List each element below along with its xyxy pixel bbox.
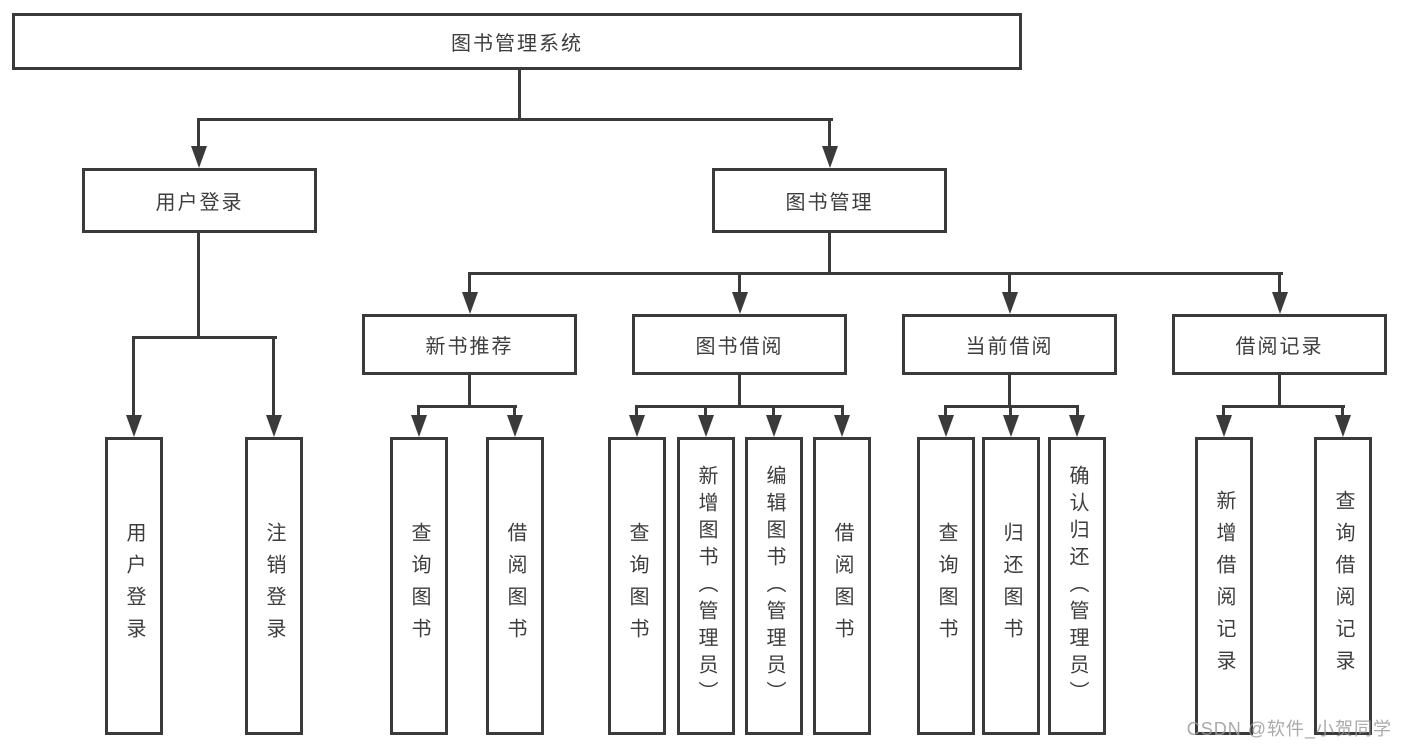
node-label: 图书管理 (785, 192, 874, 214)
connector-arrowhead (731, 292, 748, 314)
connector-line (518, 70, 521, 120)
node-label: 归还图书 (1000, 522, 1022, 650)
connector-line (468, 275, 471, 294)
node-book-borrow: 图书借阅 (632, 314, 847, 375)
connector-line (513, 408, 516, 417)
connector-line (944, 408, 947, 417)
connector-line (828, 233, 831, 275)
connector-line (635, 408, 638, 417)
node-user-login-leaf: 用户登录 (105, 437, 163, 735)
connector-line (197, 121, 200, 148)
node-query-books-recommend: 查询图书 (390, 437, 448, 735)
connector-line (738, 375, 741, 408)
node-borrow-books: 借阅图书 (813, 437, 871, 735)
node-edit-books-admin: 编辑图书（管理员） (745, 437, 803, 735)
connector-arrowhead (766, 415, 782, 437)
connector-arrowhead (461, 292, 478, 314)
node-add-books-admin: 新增图书（管理员） (677, 437, 735, 735)
connector-line (1278, 275, 1281, 294)
connector-line (132, 336, 277, 339)
node-label: 查询借阅记录 (1332, 490, 1354, 682)
connector-line (1008, 275, 1011, 294)
node-label: 查询图书 (626, 522, 648, 650)
connector-arrowhead (1001, 292, 1018, 314)
node-label: 用户登录 (155, 192, 244, 214)
node-borrow-books-recommend: 借阅图书 (486, 437, 544, 735)
connector-line (738, 275, 741, 294)
node-label: 注销登录 (263, 522, 285, 650)
node-logout: 注销登录 (245, 437, 303, 735)
connector-line (828, 121, 831, 148)
connector-line (197, 233, 200, 339)
node-label: 用户登录 (123, 522, 145, 650)
connector-line (417, 405, 517, 408)
connector-line (841, 408, 844, 417)
watermark: CSDN @软件_小贺同学 (1186, 719, 1392, 739)
connector-arrowhead (821, 146, 838, 168)
node-label: 查询图书 (408, 522, 430, 650)
connector-arrowhead (190, 146, 207, 168)
connector-arrowhead (1335, 415, 1351, 437)
connector-line (468, 375, 471, 408)
connector-line (1222, 408, 1225, 417)
connector-arrowhead (266, 415, 282, 437)
connector-line (197, 118, 833, 121)
connector-arrowhead (698, 415, 714, 437)
connector-line (1341, 408, 1344, 417)
connector-line (1009, 408, 1012, 417)
node-label: 编辑图书（管理员） (763, 464, 785, 708)
connector-arrowhead (834, 415, 850, 437)
connector-arrowhead (1069, 415, 1085, 437)
connector-line (1008, 375, 1011, 408)
node-label: 借阅图书 (504, 522, 526, 650)
node-label: 图书借阅 (695, 336, 784, 358)
node-confirm-return-admin: 确认归还（管理员） (1048, 437, 1106, 735)
connector-arrowhead (1216, 415, 1232, 437)
connector-arrowhead (1003, 415, 1019, 437)
node-label: 当前借阅 (965, 336, 1054, 358)
connector-line (772, 408, 775, 417)
connector-line (704, 408, 707, 417)
connector-arrowhead (938, 415, 954, 437)
node-new-book-recommend: 新书推荐 (362, 314, 577, 375)
node-current-borrow: 当前借阅 (902, 314, 1117, 375)
connector-arrowhead (507, 415, 523, 437)
connector-arrowhead (629, 415, 645, 437)
node-query-borrow-record: 查询借阅记录 (1314, 437, 1372, 735)
connector-line (635, 405, 844, 408)
node-label: 新增借阅记录 (1213, 490, 1235, 682)
node-library-management-system: 图书管理系统 (12, 13, 1022, 70)
node-label: 确认归还（管理员） (1066, 464, 1088, 708)
connector-line (944, 405, 1079, 408)
node-query-books-current: 查询图书 (917, 437, 975, 735)
connector-line (272, 339, 275, 417)
connector-line (1222, 405, 1345, 408)
connector-line (132, 339, 135, 417)
node-borrow-records: 借阅记录 (1172, 314, 1387, 375)
node-add-borrow-record: 新增借阅记录 (1195, 437, 1253, 735)
node-label: 借阅记录 (1235, 336, 1324, 358)
connector-line (1278, 375, 1281, 408)
node-label: 图书管理系统 (451, 33, 583, 55)
node-label: 新增图书（管理员） (695, 464, 717, 708)
connector-line (1076, 408, 1079, 417)
node-book-management: 图书管理 (712, 168, 947, 233)
connector-line (468, 272, 1283, 275)
node-label: 借阅图书 (831, 522, 853, 650)
connector-arrowhead (1271, 292, 1288, 314)
connector-arrowhead (411, 415, 427, 437)
node-label: 新书推荐 (425, 336, 514, 358)
node-label: 查询图书 (935, 522, 957, 650)
connector-line (417, 408, 420, 417)
node-query-books-borrow: 查询图书 (608, 437, 666, 735)
connector-arrowhead (126, 415, 142, 437)
node-user-login: 用户登录 (82, 168, 317, 233)
node-return-books: 归还图书 (982, 437, 1040, 735)
